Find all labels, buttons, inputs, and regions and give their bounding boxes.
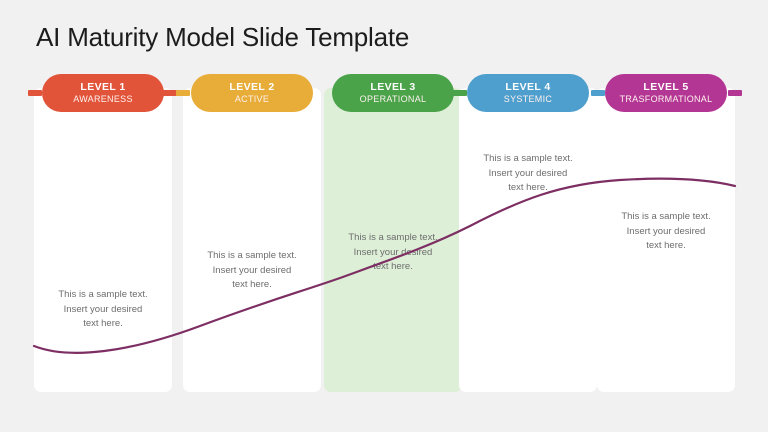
level-name-label-5: TRASFORMATIONAL [619,94,713,104]
level-body-text-5: This is a sample text. Insert your desir… [621,211,711,251]
level-body-text-4: This is a sample text. Insert your desir… [483,153,573,193]
connector-level-2-to-3 [176,90,190,96]
level-name-label-1: AWARENESS [73,94,133,104]
connector-level-3-to-4 [453,90,467,96]
connector-level-1-to-2 [163,90,177,96]
level-number-label-4: LEVEL 4 [505,81,551,93]
maturity-column-3[interactable]: This is a sample text. Insert your desir… [324,88,462,392]
page-title: AI Maturity Model Slide Template [36,22,410,52]
maturity-column-1[interactable]: This is a sample text. Insert your desir… [34,88,172,392]
level-card-5[interactable]: This is a sample text. Insert your desir… [597,88,735,392]
level-card-3[interactable]: This is a sample text. Insert your desir… [324,88,462,392]
level-card-4[interactable]: This is a sample text. Insert your desir… [459,88,597,392]
level-number-label-5: LEVEL 5 [643,81,689,93]
level-number-label-1: LEVEL 1 [80,81,126,93]
connector-left-of-level-1 [28,90,42,96]
connector-right-of-level-5 [728,90,742,96]
connector-level-4-to-5 [591,90,605,96]
level-card-1[interactable]: This is a sample text. Insert your desir… [34,88,172,392]
maturity-column-4[interactable]: This is a sample text. Insert your desir… [459,88,597,392]
level-body-text-1: This is a sample text. Insert your desir… [58,289,148,329]
level-number-label-2: LEVEL 2 [229,81,275,93]
maturity-column-5[interactable]: This is a sample text. Insert your desir… [597,88,735,392]
level-name-label-2: ACTIVE [234,94,270,104]
level-body-text-2: This is a sample text. Insert your desir… [207,250,297,290]
level-name-label-4: SYSTEMIC [503,94,553,104]
level-number-label-3: LEVEL 3 [370,81,416,93]
level-name-label-3: OPERATIONAL [359,94,427,104]
maturity-column-2[interactable]: This is a sample text. Insert your desir… [183,88,321,392]
level-card-2[interactable]: This is a sample text. Insert your desir… [183,88,321,392]
level-body-text-3: This is a sample text. Insert your desir… [348,232,438,272]
